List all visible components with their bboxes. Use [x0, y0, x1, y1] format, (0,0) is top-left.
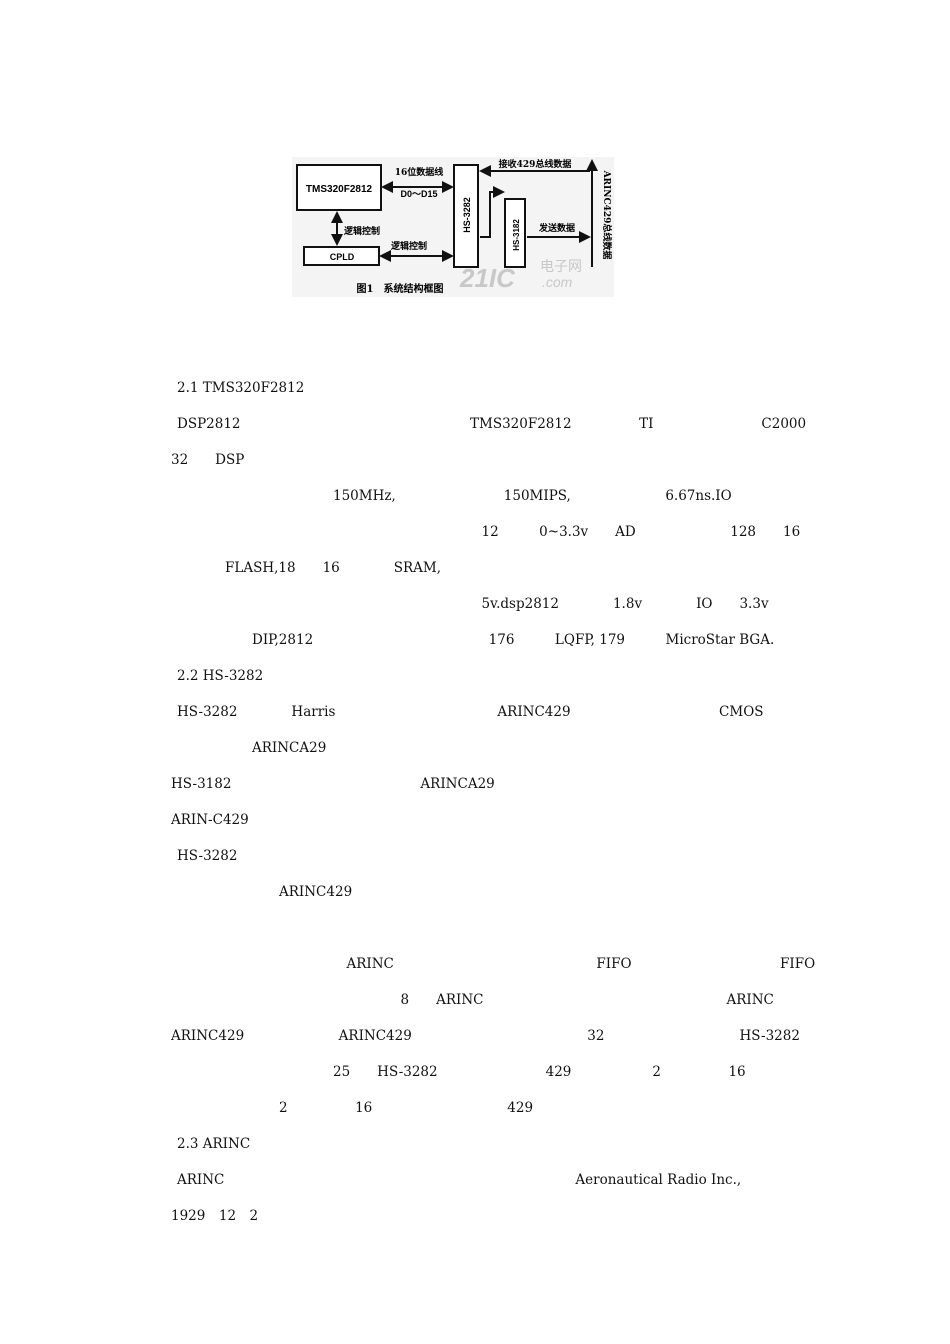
text-line: ARINC Aeronautical Radio Inc., — [177, 1172, 755, 1188]
text-line — [144, 920, 725, 936]
heading-2-2: 2.2 HS-3282 — [177, 668, 277, 684]
cpu-box — [296, 164, 382, 211]
hs3182-box — [504, 198, 526, 268]
bus-label-1: 16位数据线 — [395, 166, 444, 178]
heading-2-3: 2.3 ARINC — [177, 1136, 305, 1152]
cpu-label: TMS320F2812 — [306, 184, 373, 195]
text-line: HS-3282 Harris ARINC429 CMOS — [177, 704, 805, 720]
text-line: ARINCA29 — [144, 740, 678, 756]
text-line: DSP2812 TMS320F2812 TI C2000 — [177, 416, 847, 432]
hs3282-label: HS-3282 — [462, 197, 472, 233]
text-line: 5v.dsp2812 1.8v IO 3.3v — [144, 596, 810, 612]
logic-ctrl-label-1: 逻辑控制 — [343, 225, 380, 237]
logic-ctrl-label-2: 逻辑控制 — [390, 240, 427, 252]
text-line: HS-3182 ARINCA29 — [144, 776, 779, 792]
arinc-bus-label: ARINC429总线数据 — [601, 170, 613, 260]
text-line: FLASH,18 16 SRAM, — [144, 560, 766, 576]
hs3182-label: HS-3182 — [512, 219, 521, 251]
receive-label: 接收429总线数据 — [499, 158, 572, 170]
cpld-label: CPLD — [330, 252, 355, 262]
text-line: 8 ARINC ARINC — [144, 992, 815, 1008]
watermark-sub: 电子网 — [540, 259, 582, 275]
text-line: HS-3282 — [177, 848, 710, 864]
figure-caption: 图1 系统结构框图 — [357, 282, 444, 295]
hs3282-box — [453, 164, 479, 268]
bus-label-2: D0～D15 — [400, 189, 437, 199]
text-line: DIP,2812 176 LQFP, 179 MicroStar BGA. — [144, 632, 775, 648]
text-line: 2 16 429 — [144, 1100, 561, 1116]
heading-2-1: 2.1 TMS320F2812 — [177, 380, 305, 396]
watermark-main: 21IC — [459, 263, 516, 293]
text-line: 12 0~3.3v AD 128 16 — [144, 524, 801, 540]
text-line: 32 DSP — [144, 452, 663, 468]
text-line: ARIN-C429 — [144, 812, 519, 828]
watermark-com: .com — [542, 274, 573, 290]
send-label: 发送数据 — [538, 222, 575, 234]
text-line: ARINC429 — [144, 884, 704, 900]
system-block-diagram: TMS320F2812 CPLD HS-3282 HS-3182 16位数据线 … — [292, 157, 614, 297]
text-line: 150MHz, 150MIPS, 6.67ns.IO — [144, 488, 786, 504]
text-line: ARINC429 ARINC429 32 HS-3282 — [144, 1028, 800, 1044]
text-line: 1929 12 2 — [144, 1208, 704, 1224]
text-line: 25 HS-3282 429 2 16 — [144, 1064, 787, 1080]
text-line: ARINC FIFO FIFO — [144, 956, 816, 972]
